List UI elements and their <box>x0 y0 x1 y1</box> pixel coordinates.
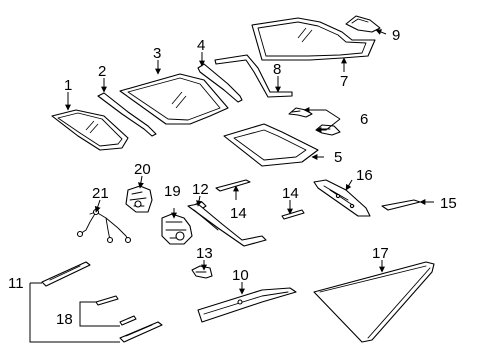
callout-9: 9 <box>392 27 400 44</box>
part-17-roller-blind <box>313 261 435 343</box>
callout-14-b: 14 <box>282 185 299 202</box>
part-19-motor <box>161 213 193 245</box>
part-1-front-glass <box>51 109 129 151</box>
part-8-seal-rail <box>214 54 293 98</box>
callout-16: 16 <box>356 167 373 184</box>
part-18-small-strips <box>95 295 137 326</box>
part-14-seal-strip-a <box>215 179 251 192</box>
part-21-cable-harness <box>76 208 132 244</box>
part-14-seal-strip-b <box>281 209 305 220</box>
callout-3: 3 <box>153 45 161 62</box>
callout-numbers: 1 2 3 4 5 6 7 8 9 10 11 12 13 14 14 15 1… <box>8 27 457 328</box>
callout-15: 15 <box>440 195 457 212</box>
part-20-motor <box>125 185 153 213</box>
callout-7: 7 <box>340 73 348 90</box>
callout-18: 18 <box>56 311 73 328</box>
callout-2: 2 <box>98 63 106 80</box>
part-9-corner-trim <box>345 15 381 33</box>
callout-19: 19 <box>164 183 181 200</box>
callout-1: 1 <box>64 77 72 94</box>
part-2-deflector-strip <box>97 92 157 137</box>
part-10-rail <box>197 287 297 323</box>
callout-13: 13 <box>196 245 213 262</box>
callout-5: 5 <box>334 149 342 166</box>
part-6-brackets <box>288 107 341 136</box>
part-15-bar <box>381 199 421 211</box>
part-5-frame-ring <box>223 123 319 167</box>
part-13-clip <box>191 265 213 279</box>
callout-12: 12 <box>192 181 209 198</box>
part-4-guide-rail <box>197 63 243 103</box>
callout-11: 11 <box>8 275 24 292</box>
callout-20: 20 <box>134 161 151 178</box>
leader-lines <box>29 29 434 343</box>
callout-14-a: 14 <box>230 205 247 222</box>
callout-21: 21 <box>92 185 109 202</box>
callout-10: 10 <box>232 267 249 284</box>
part-12-frame-rail-assembly <box>187 203 267 247</box>
part-3-main-glass <box>119 73 229 125</box>
callout-8: 8 <box>273 61 281 78</box>
part-11-rail-pieces <box>41 261 163 343</box>
part-7-rear-glass-panel <box>251 17 376 61</box>
callout-4: 4 <box>197 37 205 54</box>
part-16-side-panel <box>313 179 371 217</box>
callout-6: 6 <box>360 111 368 128</box>
callout-17: 17 <box>372 245 389 262</box>
